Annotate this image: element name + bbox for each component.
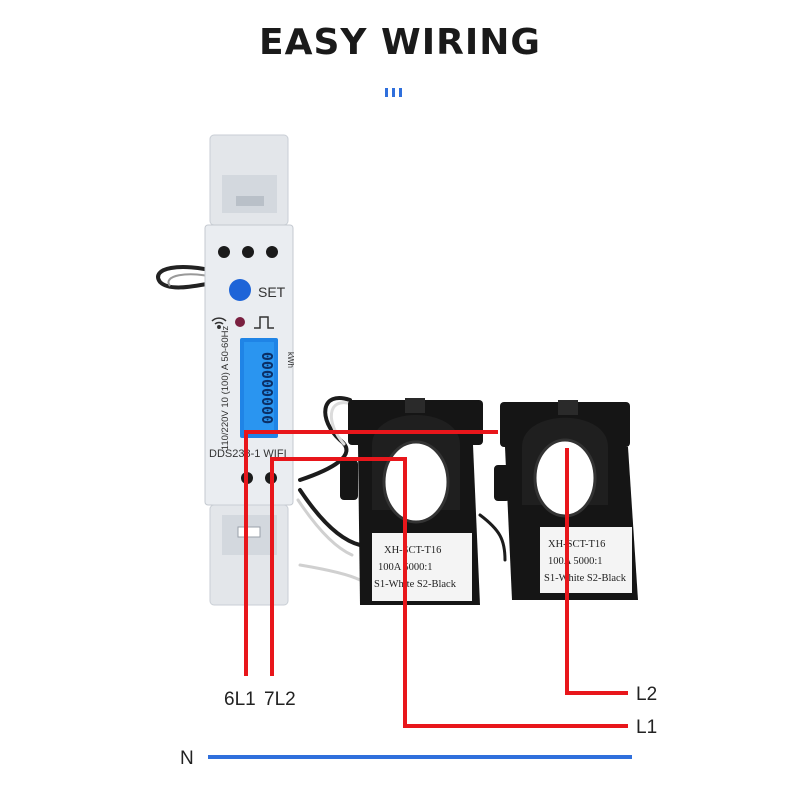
current-transformer-left: XH-SCT-T16 100A 5000:1 S1-White S2-Black bbox=[340, 398, 483, 605]
page-title: EASY WIRING bbox=[259, 22, 541, 63]
title-accent-marks bbox=[385, 88, 402, 97]
meter-rating: 110/220V 10 (100) A 50-60Hz bbox=[220, 326, 231, 451]
wire-7l2-l1 bbox=[270, 457, 628, 728]
screw-terminal bbox=[266, 246, 278, 258]
energy-meter: SET 00000000 110/220V 10 (100) A 50-60Hz… bbox=[156, 134, 295, 606]
set-label: SET bbox=[258, 284, 286, 300]
wire-6l1 bbox=[244, 430, 498, 676]
ct-right-leads: S1-White S2-Black bbox=[544, 573, 627, 584]
terminal-label-6l1: 6L1 bbox=[224, 689, 256, 710]
screw-terminal bbox=[242, 246, 254, 258]
ct-left-leads: S1-White S2-Black bbox=[374, 579, 457, 590]
neutral-label: N bbox=[180, 748, 194, 769]
ct-right-label bbox=[540, 527, 632, 593]
led-indicator bbox=[235, 317, 245, 327]
ct-right-rating: 100A 5000:1 bbox=[548, 556, 603, 567]
ct-left-label bbox=[372, 533, 472, 601]
line-label-l1: L1 bbox=[636, 717, 657, 738]
set-button[interactable] bbox=[229, 279, 251, 301]
ct-lead-wires bbox=[296, 396, 507, 582]
pulse-icon bbox=[254, 316, 274, 329]
ct-right-model: XH-SCT-T16 bbox=[548, 539, 605, 550]
wifi-icon bbox=[211, 317, 227, 329]
current-transformer-right: XH-SCT-T16 100A 5000:1 S1-White S2-Black bbox=[494, 400, 638, 600]
line-label-l2: L2 bbox=[636, 684, 657, 705]
screw-terminal bbox=[218, 246, 230, 258]
phase-wires bbox=[244, 430, 628, 728]
lcd-digits: 00000000 bbox=[258, 352, 276, 424]
unit-label: kWh bbox=[286, 352, 295, 368]
wire-l2 bbox=[565, 448, 628, 695]
ct-left-model: XH-SCT-T16 bbox=[384, 545, 441, 556]
meter-side-cable bbox=[156, 265, 219, 290]
terminal-label-7l2: 7L2 bbox=[264, 689, 296, 710]
